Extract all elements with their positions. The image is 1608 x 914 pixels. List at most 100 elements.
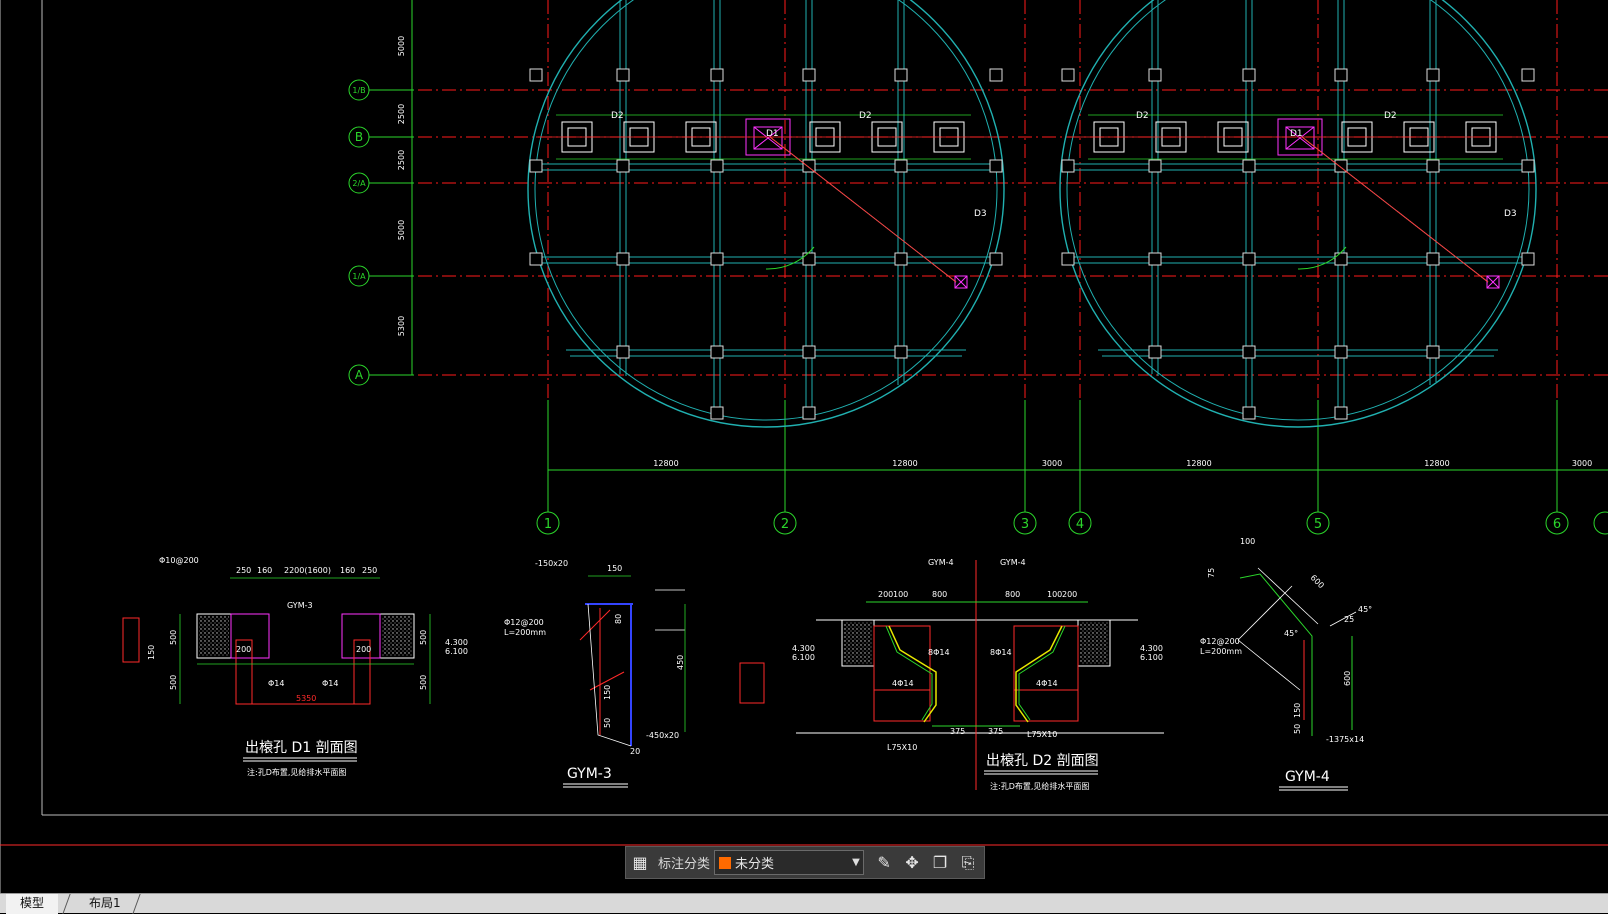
gym4-dim-text: 600 xyxy=(1309,573,1326,590)
copy-icon[interactable]: ❐ xyxy=(932,853,948,872)
col-dim-text: 3000 xyxy=(1572,459,1592,468)
d2-label: GYM-4 xyxy=(1000,558,1026,567)
col-axis-label: 3 xyxy=(1021,517,1029,532)
row-axis-bubbles: 1/B B 2/A 1/A A xyxy=(348,79,380,386)
detail-d2: 200 100 800 800 100 200 375 375 4.300 6.… xyxy=(792,558,1164,791)
gym3-texts: 150 80 450 150 50 20 -150x20 Φ12@200 L=2… xyxy=(504,559,685,756)
move-icon[interactable]: ✥ xyxy=(905,853,919,872)
d1-dim-text: 250 xyxy=(236,566,251,575)
chevron-down-icon: ▼ xyxy=(852,857,860,868)
gym3-dim-text: 20 xyxy=(630,747,640,756)
hole-label: D2 xyxy=(1136,111,1149,121)
col-axis-bubbles: 1 2 3 4 5 6 xyxy=(536,473,1608,535)
row-dim-text: 5000 xyxy=(397,36,406,56)
row-axis-bubble: A xyxy=(348,364,380,386)
gym4-dim-text: 45° xyxy=(1284,629,1298,638)
hole-label: D1 xyxy=(766,129,779,139)
col-dim-texts: 12800 12800 3000 12800 12800 3000 xyxy=(653,459,1592,468)
drawing-canvas[interactable]: 5000 2500 2500 5000 5300 1/B B 2/A 1/A A… xyxy=(0,0,1608,893)
tab-model[interactable]: 模型 xyxy=(6,894,59,914)
paste-icon[interactable]: ⎘ xyxy=(961,852,975,872)
hole-labels: D1 D2 D2 D3 D1 D2 D2 D3 xyxy=(611,111,1517,219)
d1-label: 6.100 xyxy=(445,647,468,656)
row-axis-bubble: 2/A xyxy=(348,172,380,194)
d2-dim-text: 6.100 xyxy=(792,653,815,662)
gym4-label: Φ12@200 xyxy=(1200,637,1240,646)
col-axis-bubble: 5 xyxy=(1306,473,1330,535)
gym4-dim-text: 75 xyxy=(1207,568,1216,578)
d1-dim-text: 200 xyxy=(236,645,251,654)
row-dim-texts: 5000 2500 2500 5000 5300 xyxy=(397,36,406,336)
d1-dim-text: 150 xyxy=(147,645,156,660)
col-axis-label: 5 xyxy=(1314,517,1322,532)
col-axis-label: 4 xyxy=(1076,517,1084,532)
category-color-swatch xyxy=(719,856,732,869)
d1-dim-text: 500 xyxy=(169,630,178,645)
d2-dim-text: 4.300 xyxy=(792,644,815,653)
tab-divider xyxy=(62,894,71,914)
col-axis-bubble: 4 xyxy=(1068,473,1092,535)
hole-label: D3 xyxy=(974,209,987,219)
d2-texts: 200 100 800 800 100 200 375 375 4.300 6.… xyxy=(792,558,1163,752)
d2-label: 4Φ14 xyxy=(1036,679,1058,688)
col-dim-text: 12800 xyxy=(1186,459,1211,468)
grid-icon[interactable]: ▦ xyxy=(632,853,648,872)
row-axis-label: 2/A xyxy=(352,179,366,188)
toolbar-label: 标注分类 xyxy=(658,857,711,872)
gym4-dim-text: 45° xyxy=(1358,605,1372,614)
d2-dim-text: 6.100 xyxy=(1140,653,1163,662)
col-axis-bubble: 3 xyxy=(1013,473,1037,535)
row-dimension-line xyxy=(372,0,414,376)
category-select[interactable]: 未分类 ▼ xyxy=(714,850,865,875)
edit-icon[interactable]: ✎ xyxy=(877,853,891,872)
gym3-label: -150x20 xyxy=(535,559,568,568)
hole-label: D1 xyxy=(1290,129,1303,139)
gym3-label: Φ12@200 xyxy=(504,618,544,627)
row-axis-label: 1/B xyxy=(352,86,365,95)
gym3-label: -450x20 xyxy=(646,731,679,740)
gym4-label: L=200mm xyxy=(1200,647,1242,656)
detail-title: 出榱孔 D1 剖面图 xyxy=(245,739,358,756)
row-dim-text: 2500 xyxy=(397,150,406,170)
d1-label: Φ14 xyxy=(268,679,284,688)
d1-dim-text: 160 xyxy=(340,566,355,575)
gym4-texts: 100 600 75 600 150 50 45° 45° 25 Φ12@200… xyxy=(1200,537,1372,744)
d1-dim-text: 500 xyxy=(419,675,428,690)
gym3-dim-text: 150 xyxy=(603,685,612,700)
d2-dim-text: 375 xyxy=(950,727,965,736)
circular-tank-right xyxy=(1059,0,1537,428)
col-dim-text: 12800 xyxy=(653,459,678,468)
circular-tank-left xyxy=(527,0,1005,428)
hole-label: D2 xyxy=(611,111,624,121)
col-axis-label: 1 xyxy=(544,517,552,532)
col-axis-bubble: 6 xyxy=(1545,473,1569,535)
detail-title: 出榱孔 D2 剖面图 xyxy=(986,752,1099,769)
d2-label: 8Φ14 xyxy=(928,648,950,657)
gym4-dim-text: 50 xyxy=(1293,724,1302,734)
detail-title: GYM-4 xyxy=(1285,769,1330,785)
d1-dim-text: 500 xyxy=(169,675,178,690)
d2-dim-text: 100 xyxy=(1047,590,1062,599)
d1-dim-text: 2200(1600) xyxy=(284,566,331,575)
col-axis-lines xyxy=(547,0,1558,510)
gym3-dim-text: 80 xyxy=(614,614,623,624)
cad-drawing[interactable]: 5000 2500 2500 5000 5300 1/B B 2/A 1/A A… xyxy=(0,0,1608,893)
row-dim-text: 5300 xyxy=(397,316,406,336)
col-dim-text: 12800 xyxy=(1424,459,1449,468)
row-axis-label: 1/A xyxy=(352,272,366,281)
col-axis-label: 2 xyxy=(781,517,789,532)
d2-dim-text: 800 xyxy=(932,590,947,599)
layout-tab-bar: 模型 布局1 xyxy=(0,893,1608,914)
gym4-label: -1375x14 xyxy=(1326,735,1364,744)
gym4-dim-text: 150 xyxy=(1293,703,1302,718)
d1-dim-text: 200 xyxy=(356,645,371,654)
row-axis-bubble: 1/A xyxy=(348,265,380,287)
detail-note: 注:孔D布置,见给排水平面图 xyxy=(990,781,1089,791)
d1-label: GYM-3 xyxy=(287,601,313,610)
row-dim-text: 5000 xyxy=(397,220,406,240)
d1-label: Φ10@200 xyxy=(159,556,199,565)
d2-dim-text: 200 xyxy=(1062,590,1077,599)
detail-d1: 250 160 2200(1600) 160 250 5350 200 200 … xyxy=(122,556,468,777)
tab-layout1[interactable]: 布局1 xyxy=(89,896,121,910)
gym3-label: L=200mm xyxy=(504,628,546,637)
